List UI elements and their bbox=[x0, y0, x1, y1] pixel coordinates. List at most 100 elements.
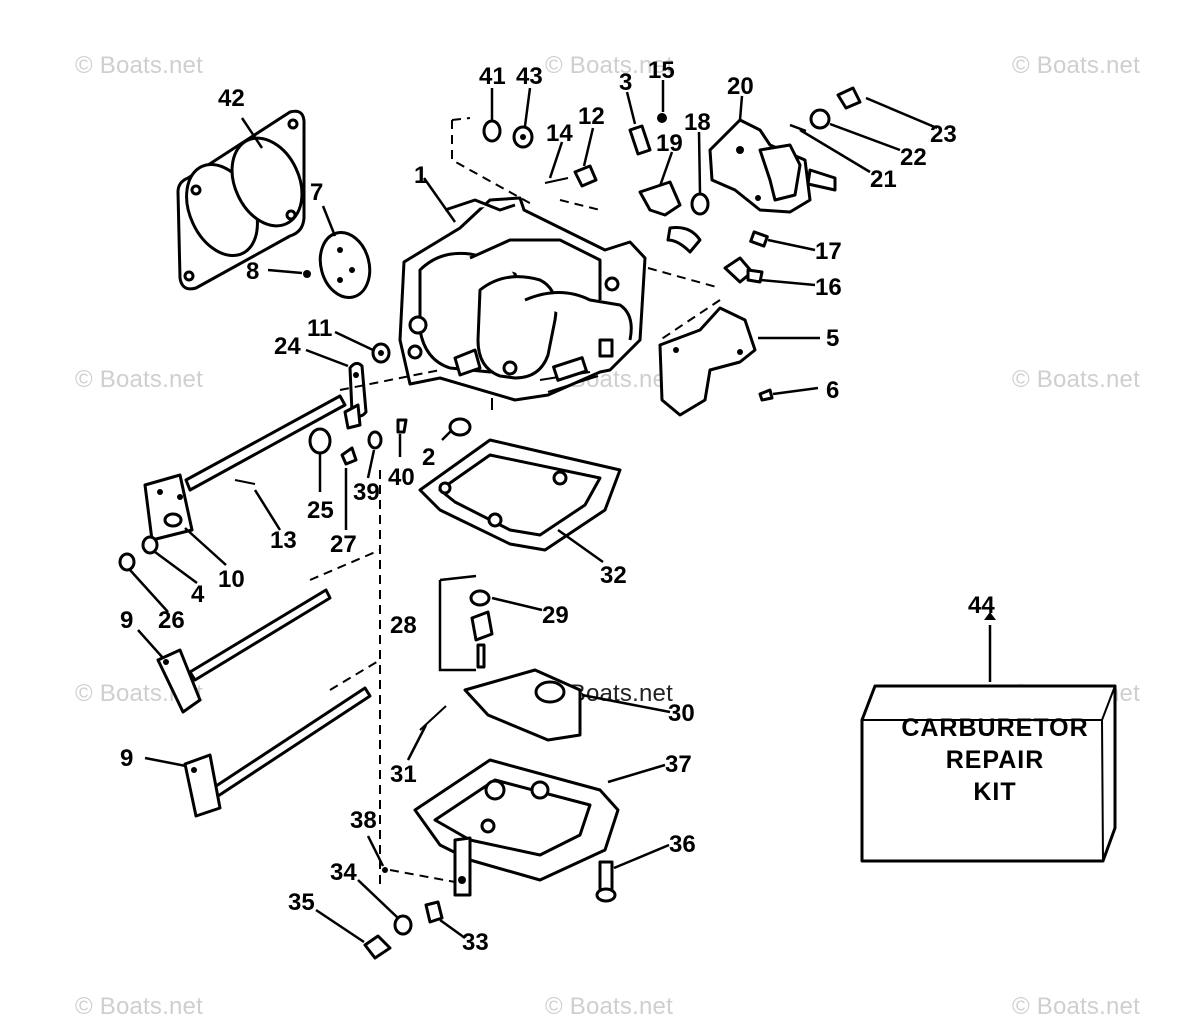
part-40-screw[interactable] bbox=[396, 418, 408, 434]
part-30-float[interactable] bbox=[463, 668, 582, 742]
callout-19: 19 bbox=[656, 130, 683, 157]
callout-41: 41 bbox=[479, 63, 506, 90]
part-42-gasket[interactable] bbox=[173, 109, 316, 291]
callout-32: 32 bbox=[600, 562, 627, 589]
part-14-pin[interactable] bbox=[544, 177, 569, 184]
part-9-shaft-lower[interactable] bbox=[183, 686, 372, 818]
callout-22: 22 bbox=[900, 144, 927, 171]
watermark: © Boats.net bbox=[1012, 366, 1140, 393]
leader-lines bbox=[129, 80, 996, 944]
part-35-screw[interactable] bbox=[363, 934, 392, 960]
part-24-lever[interactable] bbox=[343, 361, 368, 430]
kit-label-line2: REPAIR bbox=[946, 746, 1045, 774]
kit-label-line3: KIT bbox=[973, 778, 1016, 806]
part-6-screw[interactable] bbox=[758, 388, 774, 402]
part-19-lever[interactable] bbox=[638, 180, 702, 254]
callout-2: 2 bbox=[422, 444, 435, 471]
watermark: © Boats.net bbox=[75, 993, 203, 1020]
part-11-washer[interactable] bbox=[371, 342, 391, 364]
part-4-washer[interactable] bbox=[141, 535, 159, 555]
part-5-cover[interactable] bbox=[658, 306, 757, 417]
callout-9b: 9 bbox=[120, 745, 133, 772]
part-38-pin[interactable] bbox=[382, 867, 388, 873]
part-25-bushing[interactable] bbox=[308, 427, 332, 455]
part-13-pin[interactable] bbox=[234, 479, 256, 485]
callout-5: 5 bbox=[826, 325, 839, 352]
callout-37: 37 bbox=[665, 751, 692, 778]
kit-label-line1: CARBURETOR bbox=[901, 714, 1088, 742]
callout-39: 39 bbox=[353, 479, 380, 506]
callout-40: 40 bbox=[388, 464, 415, 491]
callout-31: 31 bbox=[390, 761, 417, 788]
callout-44: 44 bbox=[968, 592, 995, 619]
callout-12: 12 bbox=[578, 103, 605, 130]
part-17-screw[interactable] bbox=[749, 230, 769, 248]
watermark: © Boats.net bbox=[75, 366, 203, 393]
part-37-float-bowl[interactable] bbox=[413, 758, 620, 897]
callout-29: 29 bbox=[542, 602, 569, 629]
callout-16: 16 bbox=[815, 274, 842, 301]
part-27-screw[interactable] bbox=[340, 446, 358, 466]
callout-24: 24 bbox=[274, 333, 301, 360]
callout-11: 11 bbox=[307, 315, 332, 342]
callout-26: 26 bbox=[158, 607, 185, 634]
part-15-screw[interactable] bbox=[657, 113, 667, 123]
callout-10: 10 bbox=[218, 566, 245, 593]
callout-35: 35 bbox=[288, 889, 315, 916]
part-44-repair-kit[interactable] bbox=[860, 684, 1117, 863]
callout-28: 28 bbox=[390, 612, 417, 639]
callout-15: 15 bbox=[648, 57, 675, 84]
watermark: © Boats.net bbox=[1012, 993, 1140, 1020]
callout-1: 1 bbox=[414, 162, 427, 189]
part-33-screw[interactable] bbox=[424, 900, 444, 924]
part-3-clip[interactable] bbox=[628, 124, 652, 156]
part-34-washer[interactable] bbox=[393, 914, 413, 936]
callout-4: 4 bbox=[191, 581, 205, 608]
part-36-bolt[interactable] bbox=[595, 860, 617, 903]
callout-30: 30 bbox=[668, 700, 695, 727]
part-21-spring[interactable] bbox=[789, 123, 807, 133]
part-43-nut[interactable] bbox=[512, 125, 534, 149]
part-7-choke-plate[interactable] bbox=[313, 227, 376, 303]
callout-43: 43 bbox=[516, 63, 543, 90]
callout-13: 13 bbox=[270, 527, 297, 554]
callout-27: 27 bbox=[330, 531, 357, 558]
part-23-screw[interactable] bbox=[836, 86, 862, 110]
part-8-screw[interactable] bbox=[303, 270, 311, 278]
callout-6: 6 bbox=[826, 377, 839, 404]
part-28-needle-seat[interactable] bbox=[438, 574, 494, 672]
part-2-plug[interactable] bbox=[448, 417, 472, 437]
callout-36: 36 bbox=[669, 831, 696, 858]
callout-34: 34 bbox=[330, 859, 357, 886]
callout-labels: 1 2 3 4 5 6 7 8 9 9 10 11 12 13 14 15 16… bbox=[120, 57, 995, 956]
callout-17: 17 bbox=[815, 238, 842, 265]
part-12-spring[interactable] bbox=[573, 164, 598, 188]
part-26-nut[interactable] bbox=[118, 552, 136, 572]
watermark: © Boats.net bbox=[75, 52, 203, 79]
callout-25: 25 bbox=[307, 497, 334, 524]
callout-14: 14 bbox=[546, 120, 573, 147]
part-22-washer[interactable] bbox=[809, 108, 831, 130]
callout-18: 18 bbox=[684, 109, 711, 136]
part-39-washer[interactable] bbox=[367, 430, 383, 450]
watermark: © Boats.net bbox=[545, 52, 673, 79]
callout-23: 23 bbox=[930, 121, 957, 148]
callout-20: 20 bbox=[727, 73, 754, 100]
part-10-throttle-shaft[interactable] bbox=[143, 394, 347, 542]
callout-8: 8 bbox=[246, 258, 259, 285]
part-20-choke-lever[interactable] bbox=[708, 118, 837, 214]
callout-9a: 9 bbox=[120, 607, 133, 634]
part-18-washer[interactable] bbox=[690, 192, 710, 216]
part-9-shaft-upper[interactable] bbox=[156, 588, 332, 714]
watermark: © Boats.net bbox=[1012, 52, 1140, 79]
watermark: © Boats.net bbox=[545, 993, 673, 1020]
part-41-nut[interactable] bbox=[482, 119, 502, 143]
part-16-bracket[interactable] bbox=[723, 256, 764, 284]
part-1-carburetor-body[interactable] bbox=[398, 196, 647, 410]
callout-3: 3 bbox=[619, 69, 632, 96]
callout-21: 21 bbox=[870, 166, 897, 193]
alignment-lines bbox=[309, 117, 721, 890]
part-32-gasket[interactable] bbox=[418, 438, 622, 552]
callout-38: 38 bbox=[350, 807, 377, 834]
